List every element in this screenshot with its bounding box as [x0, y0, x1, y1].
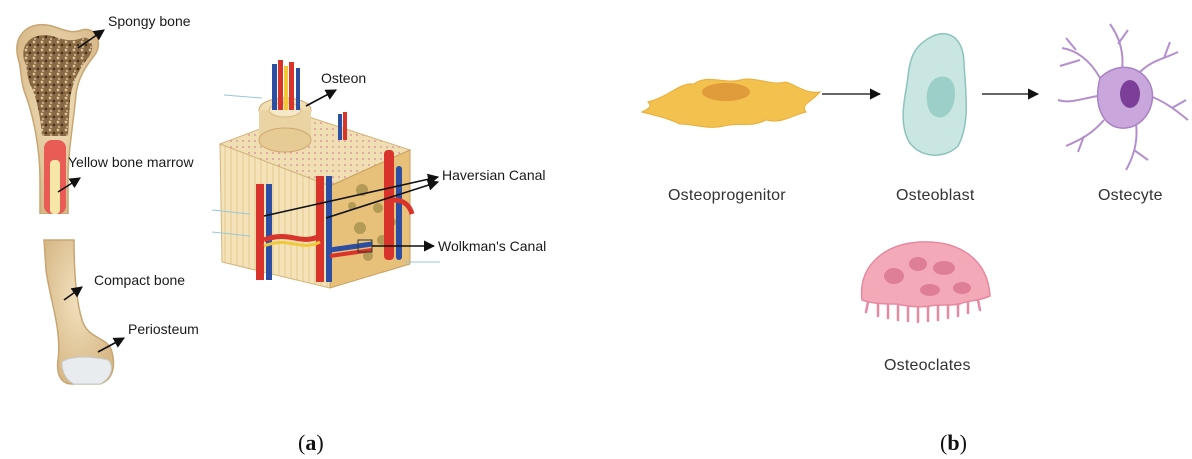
articular-cartilage: [62, 357, 111, 384]
label-osteoprogenitor: Osteoprogenitor: [668, 187, 786, 205]
osteoclast-cell: [862, 242, 990, 322]
label-osteon: Osteon: [321, 70, 366, 86]
caption-a-letter: a: [305, 430, 316, 455]
caption-a: (a): [298, 430, 324, 456]
osteoblast-cell: [903, 34, 966, 155]
caption-b-close: ): [960, 430, 967, 455]
label-osteoclates: Osteoclates: [884, 357, 971, 375]
caption-b-letter: b: [947, 430, 959, 455]
label-wolkmans-canal: Wolkman's Canal: [438, 238, 546, 254]
label-periosteum: Periosteum: [128, 321, 199, 337]
label-osteoblast: Osteoblast: [896, 187, 974, 205]
label-yellow-bone-marrow: Yellow bone marrow: [68, 154, 194, 170]
long-bone-illustration: [17, 25, 114, 384]
osteoprogenitor-cell: [642, 79, 820, 127]
compact-bone-block: [212, 60, 440, 288]
caption-b: (b): [940, 430, 967, 456]
label-spongy-bone: Spongy bone: [108, 13, 191, 29]
yellow-marrow: [50, 160, 60, 214]
label-osteocyte: Ostecyte: [1098, 187, 1163, 205]
caption-a-close: ): [316, 430, 323, 455]
label-haversian-canal: Haversian Canal: [442, 167, 546, 183]
label-compact-bone: Compact bone: [94, 272, 185, 288]
